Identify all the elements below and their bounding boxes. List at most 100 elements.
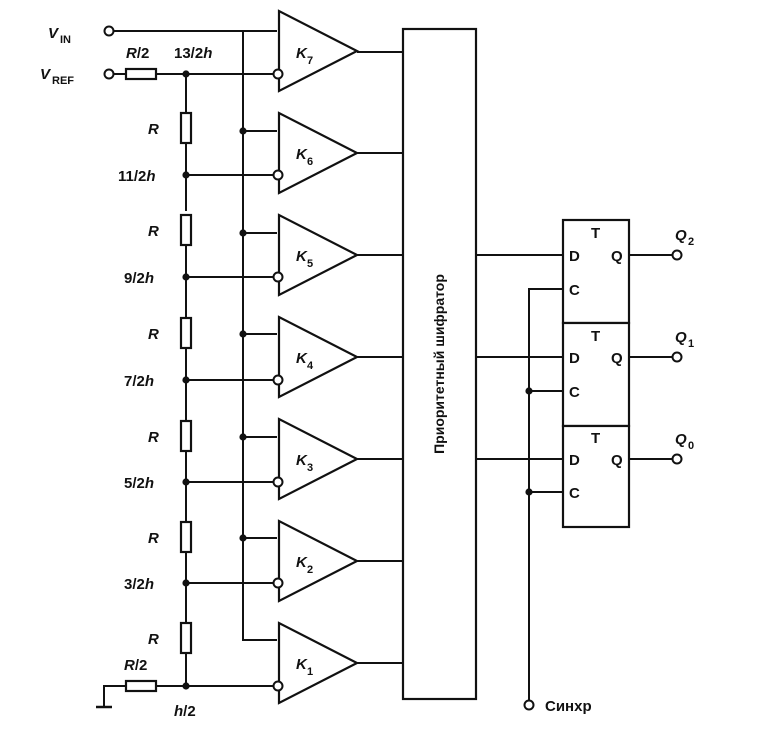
sync-terminal	[523, 699, 535, 711]
junction-dot	[182, 70, 190, 78]
junction-dot	[525, 488, 533, 496]
resistor-label-half-top: R/2	[126, 45, 149, 62]
flipflop-q0: T D C Q	[561, 424, 631, 529]
comparator-k1: K 1	[272, 621, 360, 705]
resistor	[179, 419, 193, 453]
flipflop-d-label: D	[569, 248, 580, 265]
comparator-label-sub: 3	[307, 462, 313, 474]
junction-dot	[239, 127, 247, 135]
output-label: Q	[675, 431, 687, 448]
vref-label: V	[40, 66, 52, 83]
tap-num: 5/2	[124, 475, 145, 492]
tap-unit: h	[146, 168, 155, 185]
vin-input: V IN	[48, 25, 115, 46]
comparator-k2: K 2	[272, 519, 360, 603]
sync-label: Синхр	[545, 698, 592, 715]
resistor-label-half-bottom: R/2	[124, 657, 147, 674]
output-label-sub: 2	[688, 236, 694, 248]
outputs: Q 2 Q 1 Q 0	[671, 227, 694, 465]
comparator-label-sub: 2	[307, 564, 313, 576]
tap-unit: h	[145, 373, 154, 390]
comparator-label: K	[296, 656, 308, 673]
inverting-input-bubble	[272, 68, 284, 80]
resistor-label-r: R	[126, 45, 137, 62]
encoder-block	[401, 27, 478, 701]
inverting-input-bubble	[272, 374, 284, 386]
tap-num: 3/2	[124, 576, 145, 593]
tap-label-5-2h: 5/2h	[124, 475, 154, 492]
flipflop-block	[561, 321, 631, 428]
comparator-triangle	[277, 9, 360, 93]
comparators: K 7 K 6 K 5 K 4 K 3	[272, 9, 360, 705]
flipflop-q2: T D C Q	[561, 218, 631, 325]
resistor-label: R	[148, 121, 159, 138]
tap-label-7-2h: 7/2h	[124, 373, 154, 390]
junction-dot	[182, 273, 190, 281]
comparator-triangle	[277, 315, 360, 399]
resistor-label: R	[148, 631, 159, 648]
flipflop-d-label: D	[569, 452, 580, 469]
tap-unit: h	[174, 703, 183, 720]
tap-unit: h	[145, 270, 154, 287]
junction-dot	[182, 171, 190, 179]
comparator-label-sub: 1	[307, 666, 313, 678]
junction-dot	[182, 579, 190, 587]
comparator-triangle	[277, 213, 360, 297]
resistor	[179, 111, 193, 145]
tap-unit: h	[203, 45, 212, 62]
tap-num: 13/2	[174, 45, 203, 62]
junction-dot	[525, 387, 533, 395]
comparator-label-sub: 5	[307, 258, 313, 270]
flip-flops: T D C Q T D C Q T D C Q	[561, 218, 631, 529]
junction-dot	[239, 534, 247, 542]
resistor-label-r: R	[124, 657, 135, 674]
resistor-half-top	[124, 67, 158, 81]
tap-labels: 13/2h 11/2h 9/2h 7/2h 5/2h 3/2h h/2	[118, 45, 212, 720]
tap-label-9-2h: 9/2h	[124, 270, 154, 287]
tap-unit: h	[145, 576, 154, 593]
resistor	[179, 621, 193, 655]
resistor-ladder	[124, 67, 193, 693]
junction-dot	[182, 376, 190, 384]
comparator-triangle	[277, 621, 360, 705]
junction-dot	[182, 478, 190, 486]
flipflop-c-label: C	[569, 485, 580, 502]
comparator-triangle	[277, 519, 360, 603]
resistor-half-bottom	[124, 679, 158, 693]
resistor-label-den: /2	[137, 45, 150, 62]
vin-terminal	[103, 25, 115, 37]
comparator-triangle	[277, 417, 360, 501]
comparator-label: K	[296, 452, 308, 469]
output-terminal-q2	[671, 249, 683, 261]
comparator-label: K	[296, 350, 308, 367]
inverting-input-bubble	[272, 169, 284, 181]
encoder-label: Приоритетный шифратор	[431, 274, 447, 454]
resistor	[179, 520, 193, 554]
comparator-label-sub: 6	[307, 156, 313, 168]
output-label-sub: 1	[688, 338, 694, 350]
junction-dot	[182, 682, 190, 690]
flipflop-type-label: T	[591, 430, 600, 447]
resistor	[179, 213, 193, 247]
comparator-k5: K 5	[272, 213, 360, 297]
flipflop-type-label: T	[591, 328, 600, 345]
vin-label: V	[48, 25, 60, 42]
inverting-input-bubble	[272, 680, 284, 692]
flipflop-q-label: Q	[611, 350, 623, 367]
junction-dot	[239, 433, 247, 441]
comparator-triangle	[277, 111, 360, 195]
sync-input: Синхр	[523, 698, 592, 715]
junction-dot	[239, 229, 247, 237]
inverting-input-bubble	[272, 476, 284, 488]
comparator-k6: K 6	[272, 111, 360, 195]
comparator-label: K	[296, 146, 308, 163]
flipflop-d-label: D	[569, 350, 580, 367]
tap-num: 11/2	[118, 168, 146, 185]
vref-terminal	[103, 68, 115, 80]
comparator-k7: K 7	[272, 9, 360, 93]
output-terminal-q1	[671, 351, 683, 363]
resistor-label: R	[148, 326, 159, 343]
tap-label-3-2h: 3/2h	[124, 576, 154, 593]
inverting-input-bubble	[272, 271, 284, 283]
